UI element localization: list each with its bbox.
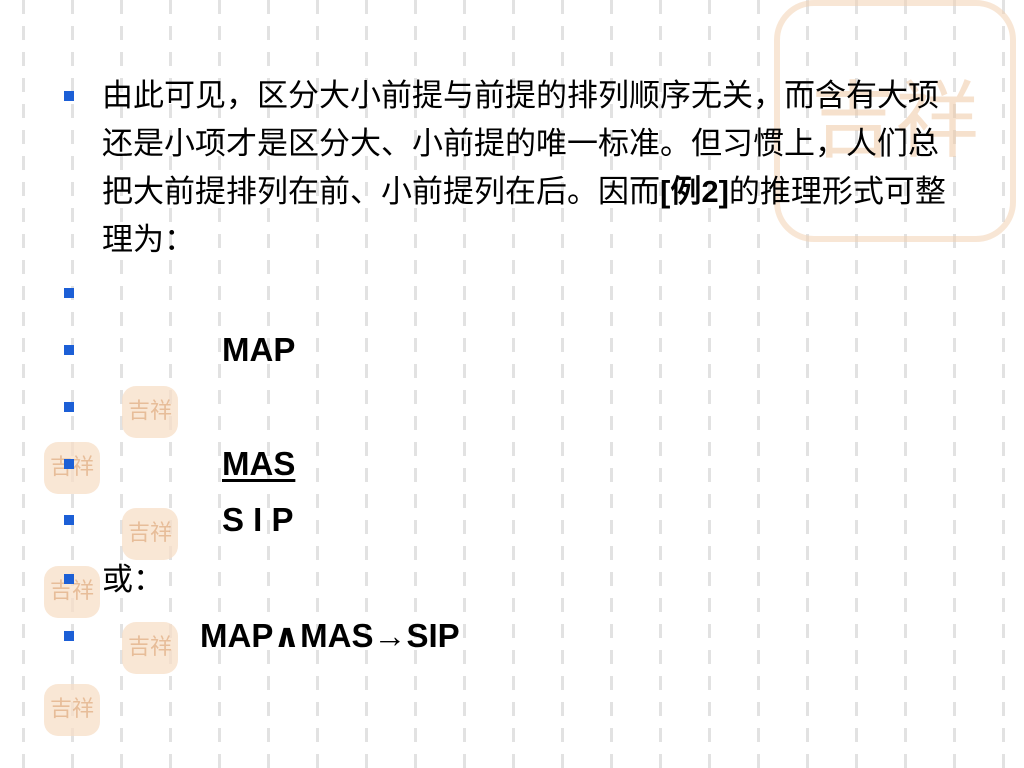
bullet-icon bbox=[64, 574, 74, 584]
conclusion: S I P bbox=[222, 501, 294, 538]
bullet-icon bbox=[64, 515, 74, 525]
paragraph-text-part2: 的推理形式可整理为： bbox=[102, 174, 946, 258]
minor-premise: MAS bbox=[222, 445, 296, 482]
major-premise: MAP bbox=[222, 331, 296, 368]
seal-watermark-small: 吉祥 bbox=[44, 566, 100, 618]
paragraph-text-part1: 由此可见，区分大小前提与前提的排列顺序无关，而含有大项还是小项才是区分大、小前提… bbox=[102, 78, 939, 210]
bullet-icon bbox=[64, 459, 74, 469]
paragraph-text: 由此可见，区分大小前提与前提的排列顺序无关，而含有大项还是小项才是区分大、小前提… bbox=[102, 72, 962, 264]
bullet-icon bbox=[64, 288, 74, 298]
alternative-label: 或： bbox=[102, 562, 164, 598]
seal-watermark-small: 吉祥 bbox=[122, 622, 178, 674]
seal-watermark-large: 吉祥 bbox=[774, 0, 1016, 242]
bullet-icon bbox=[64, 631, 74, 641]
seal-watermark-small: 吉祥 bbox=[44, 684, 100, 736]
example-reference: [例2] bbox=[660, 174, 729, 209]
seal-watermark-small: 吉祥 bbox=[122, 508, 178, 560]
bullet-icon bbox=[64, 345, 74, 355]
bullet-icon bbox=[64, 91, 74, 101]
seal-watermark-small: 吉祥 bbox=[122, 386, 178, 438]
syllogism-formula: MAP∧MAS→SIP bbox=[200, 617, 460, 654]
bullet-icon bbox=[64, 402, 74, 412]
